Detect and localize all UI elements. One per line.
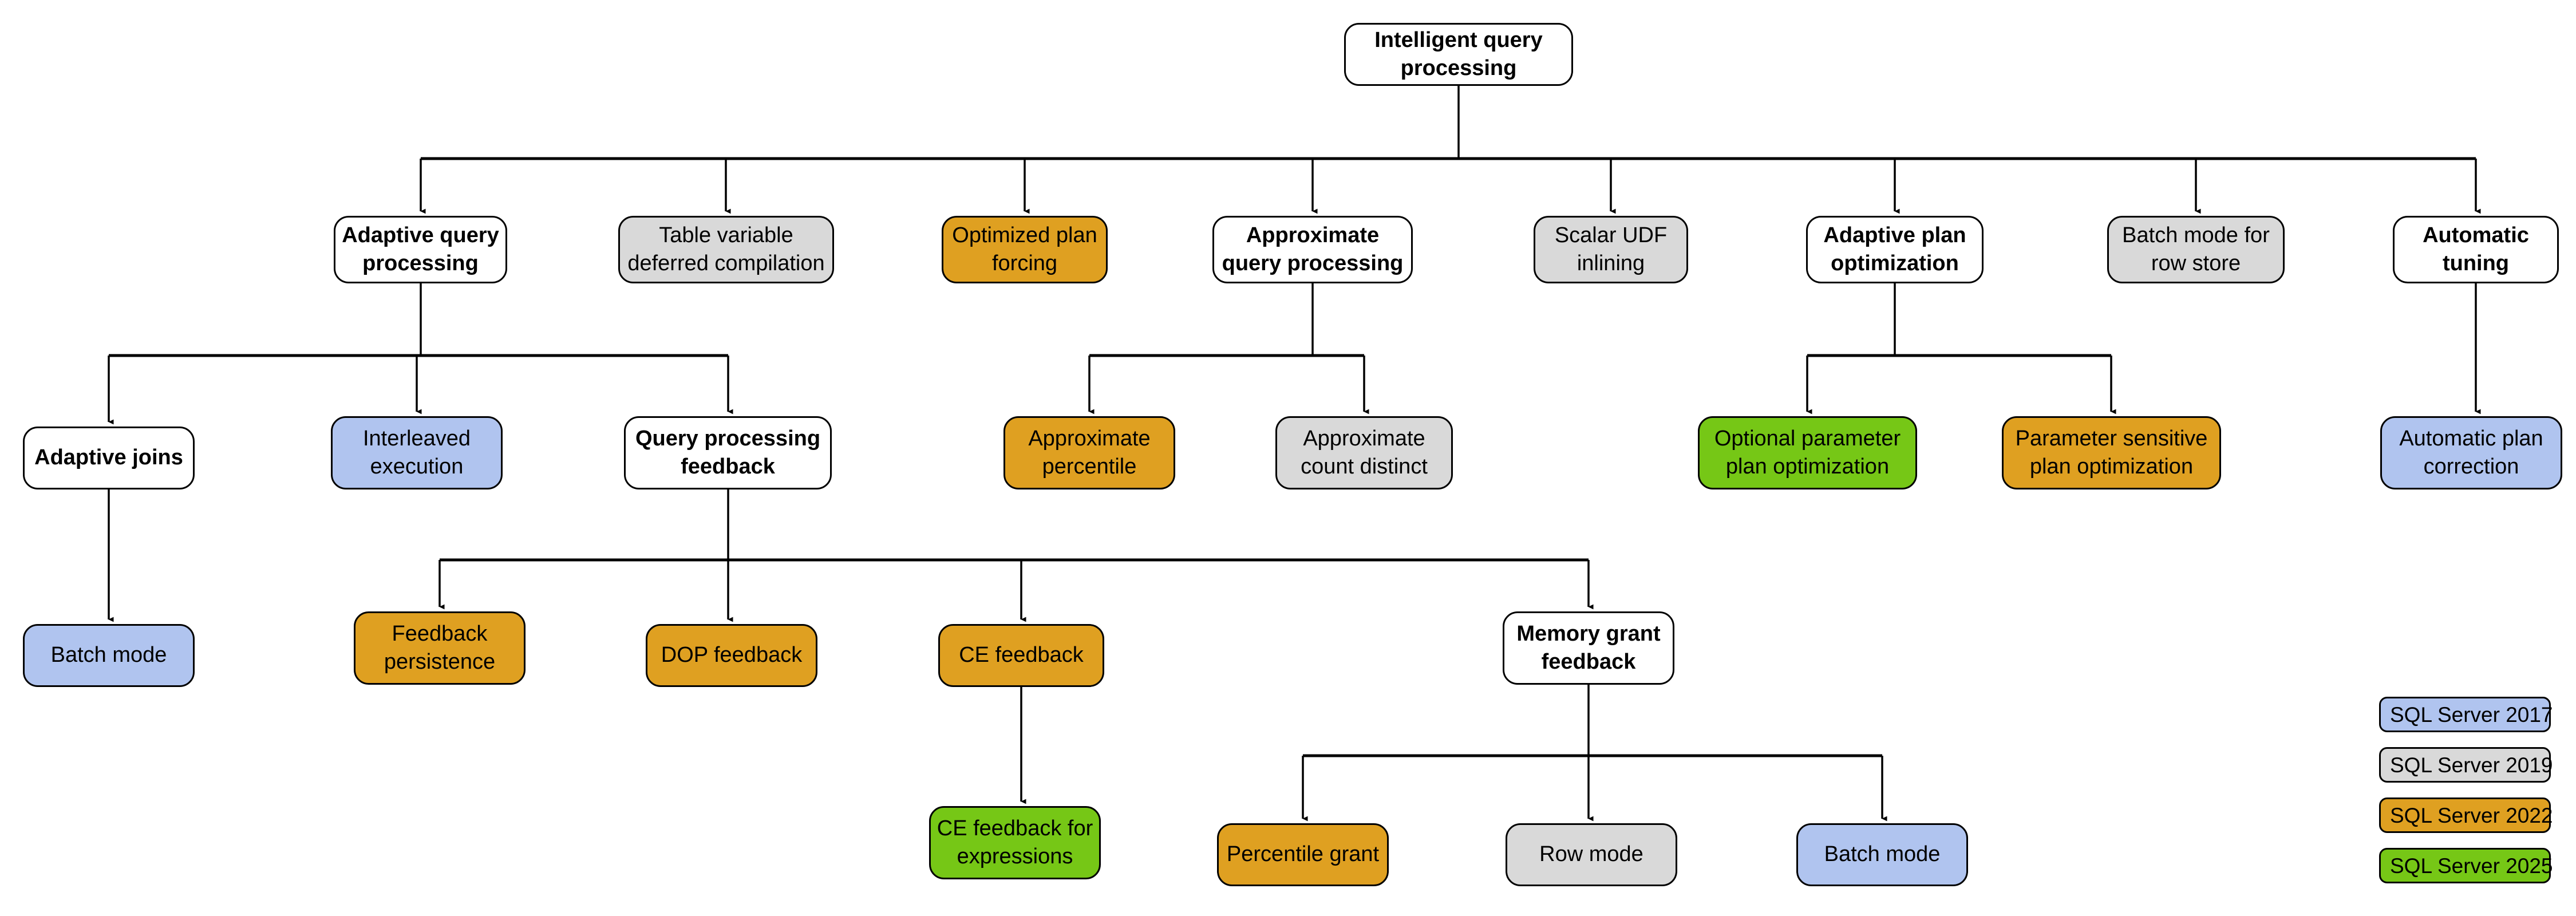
legend-2019: SQL Server 2019	[2379, 747, 2553, 783]
node-apo[interactable]: Adaptive plan optimization	[1806, 216, 1984, 283]
node-bmode2[interactable]: Batch mode	[1796, 823, 1968, 886]
node-bmrs[interactable]: Batch mode for row store	[2107, 216, 2285, 283]
node-pspo[interactable]: Parameter sensitive plan optimization	[2002, 416, 2221, 489]
node-rowmode[interactable]: Row mode	[1506, 823, 1677, 886]
node-root[interactable]: Intelligent query processing	[1344, 23, 1573, 86]
node-cefbexp[interactable]: CE feedback for expressions	[929, 806, 1101, 879]
node-tvdc[interactable]: Table variable deferred compilation	[618, 216, 834, 283]
node-qpf[interactable]: Query processing feedback	[624, 416, 832, 489]
node-appct[interactable]: Approximate percentile	[1003, 416, 1175, 489]
node-bmode1[interactable]: Batch mode	[23, 624, 195, 687]
node-acdist[interactable]: Approximate count distinct	[1275, 416, 1453, 489]
legend-2017: SQL Server 2017	[2379, 697, 2553, 732]
node-autotune[interactable]: Automatic tuning	[2393, 216, 2559, 283]
node-pctgrant[interactable]: Percentile grant	[1217, 823, 1389, 886]
node-fbpers[interactable]: Feedback persistence	[354, 611, 526, 685]
node-opf[interactable]: Optimized plan forcing	[942, 216, 1108, 283]
node-apcorr[interactable]: Automatic plan correction	[2380, 416, 2562, 489]
node-aqp[interactable]: Adaptive query processing	[334, 216, 507, 283]
node-mgf[interactable]: Memory grant feedback	[1503, 611, 1674, 685]
node-apq[interactable]: Approximate query processing	[1212, 216, 1413, 283]
node-cefb[interactable]: CE feedback	[938, 624, 1104, 687]
legend-2022: SQL Server 2022	[2379, 797, 2553, 833]
node-udf[interactable]: Scalar UDF inlining	[1534, 216, 1688, 283]
node-ajoins[interactable]: Adaptive joins	[23, 427, 195, 489]
legend-2025: SQL Server 2025	[2379, 848, 2553, 883]
node-dopfb[interactable]: DOP feedback	[646, 624, 817, 687]
node-ilex[interactable]: Interleaved execution	[331, 416, 503, 489]
node-oppo[interactable]: Optional parameter plan optimization	[1698, 416, 1917, 489]
